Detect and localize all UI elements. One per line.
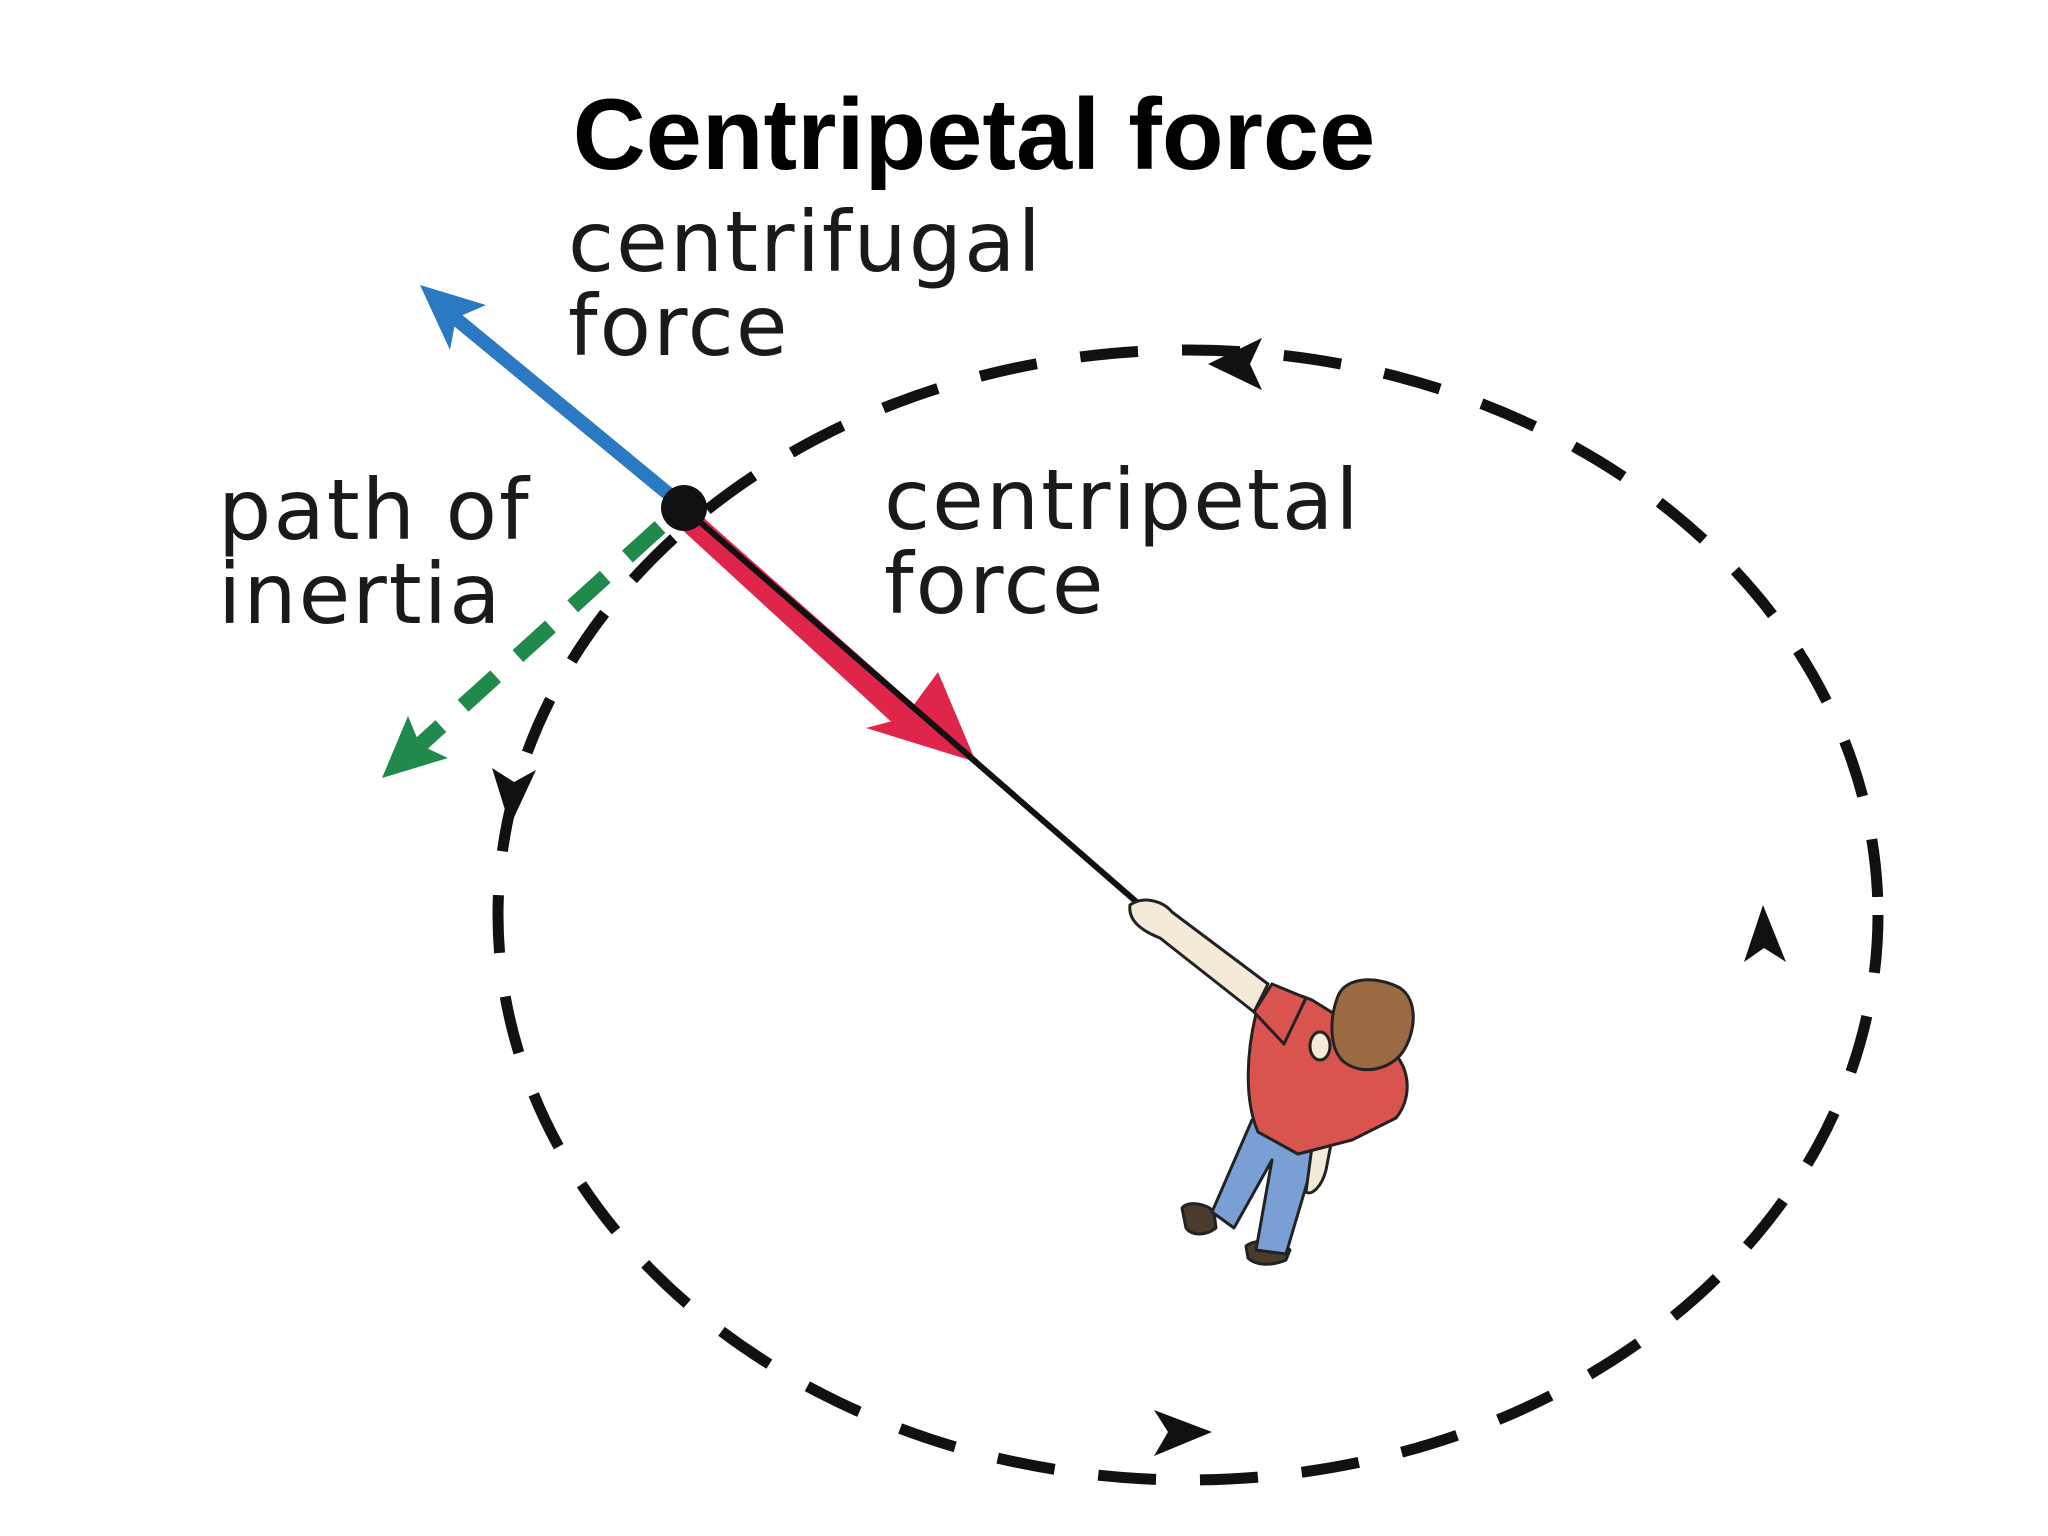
path-of-inertia-label-line-1: path of bbox=[218, 461, 531, 559]
path-of-inertia-label: path of inertia bbox=[218, 468, 531, 636]
ear bbox=[1308, 1030, 1332, 1062]
arrowhead-icon bbox=[1154, 1410, 1212, 1456]
centripetal-force-label-line-2: force bbox=[884, 535, 1106, 633]
rope-over-arrow bbox=[682, 505, 978, 765]
arrowhead-icon bbox=[492, 768, 536, 826]
arrowhead-icon bbox=[1744, 905, 1786, 962]
extended-arm bbox=[1128, 898, 1270, 1014]
path-of-inertia-arrow bbox=[382, 521, 666, 778]
page-title: Centripetal force bbox=[572, 79, 1376, 191]
centripetal-force-label: centripetal force bbox=[884, 458, 1361, 626]
centrifugal-force-shaft bbox=[450, 312, 687, 511]
path-of-inertia-arrowhead bbox=[382, 716, 448, 778]
centrifugal-force-arrow bbox=[420, 285, 687, 511]
centrifugal-force-label: centrifugal force bbox=[568, 200, 1043, 368]
ball-icon bbox=[661, 485, 707, 531]
centrifugal-force-label-line-1: centrifugal bbox=[568, 193, 1043, 291]
person-icon bbox=[1128, 898, 1415, 1266]
centripetal-force-arrow bbox=[678, 496, 978, 765]
path-of-inertia-label-line-2: inertia bbox=[218, 545, 503, 643]
arrowhead-icon bbox=[1208, 338, 1262, 390]
left-shoe bbox=[1180, 1202, 1218, 1236]
centripetal-force-label-line-1: centripetal bbox=[884, 451, 1361, 549]
orbit-direction-arrowheads bbox=[492, 338, 1786, 1456]
circular-path bbox=[492, 344, 1884, 1486]
centrifugal-force-label-line-2: force bbox=[568, 277, 790, 375]
centrifugal-force-arrowhead bbox=[420, 285, 486, 350]
hair bbox=[1330, 978, 1415, 1072]
path-of-inertia-shaft bbox=[414, 521, 666, 751]
shirt-sleeve bbox=[1252, 982, 1308, 1046]
